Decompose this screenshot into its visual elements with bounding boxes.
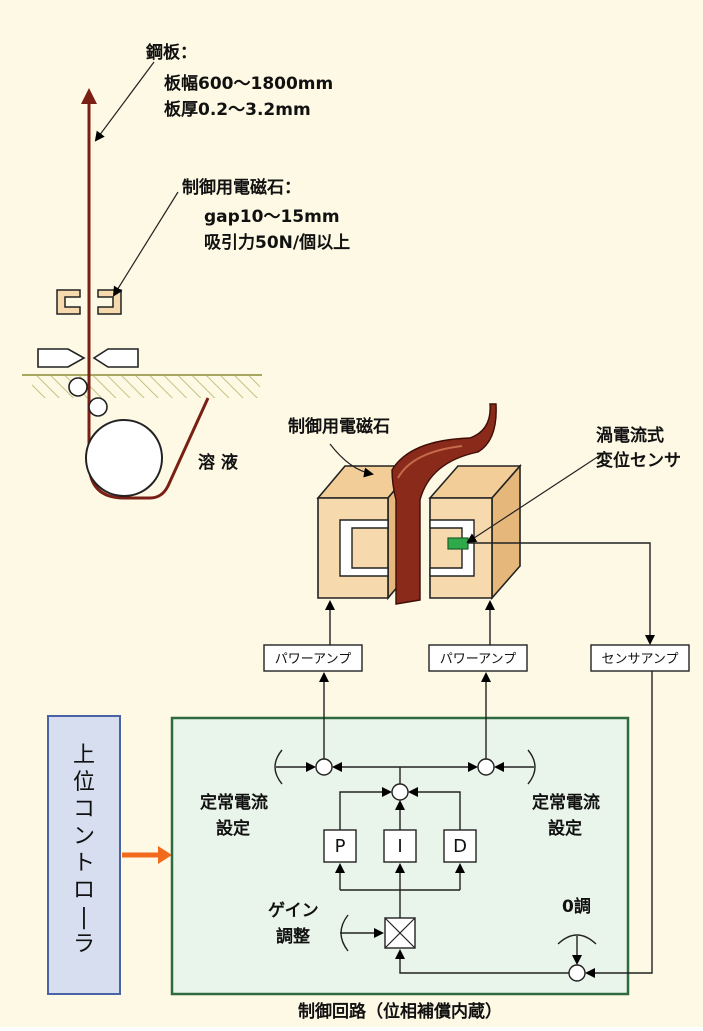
magnet-3d-strip	[391, 403, 497, 605]
upper-controller-char: ラ	[73, 932, 95, 957]
steel-strip-return	[87, 397, 210, 500]
const-current-left-2: 設定	[216, 818, 250, 839]
power-amp-left-box	[263, 644, 363, 672]
sum-center	[391, 783, 409, 801]
sensor-amp-box	[590, 644, 690, 672]
magnet-gap: gap10～15mm	[204, 207, 340, 227]
process-schematic: 鋼板： 板幅600～1800mm 板厚0.2～3.2mm 制御用電磁石： gap…	[22, 42, 350, 500]
zero-knob	[557, 934, 597, 945]
upper-controller-char: 位	[73, 770, 95, 795]
sum-left	[315, 758, 333, 776]
multiplier-box-icon-b	[384, 917, 416, 949]
leader-sensor	[466, 453, 603, 544]
magnet-title: 制御用電磁石：	[182, 177, 301, 198]
ground-hatch	[32, 376, 260, 398]
upper-controller-char: ン	[73, 824, 95, 849]
sensor-amp-label: センサアンプ	[601, 652, 678, 667]
leader-magnet-3d	[329, 443, 374, 478]
upper-controller-char: |	[80, 905, 87, 930]
zero-adjust-label: 0調	[562, 896, 591, 917]
magnet-3d-strip-highlight	[397, 445, 463, 479]
arrow-p-to-sum	[339, 787, 392, 830]
magnet-small-left	[56, 289, 81, 315]
magnet-3d-left-slot	[339, 519, 389, 577]
power-amp-right-label: パワーアンプ	[440, 652, 517, 667]
steel-thickness: 板厚0.2～3.2mm	[164, 99, 311, 120]
upper-controller: 上位コントロ|ラ	[47, 715, 172, 995]
power-amp-left-label: パワーアンプ	[275, 652, 352, 667]
orange-arrowhead	[158, 846, 172, 864]
upper-controller-char: ト	[73, 851, 95, 876]
power-amp-right-box	[428, 644, 528, 672]
sum-right	[477, 758, 495, 776]
i-label: I	[397, 836, 402, 857]
zero-to-gain-line	[395, 949, 569, 974]
p-box	[323, 829, 357, 863]
arrow-d-to-sum	[408, 787, 461, 830]
control-circuit: 制御回路（位相補償内蔵） 定常電流 設定 定常電流 設定 P I D	[170, 671, 653, 1022]
knob-right	[527, 749, 536, 785]
sum-zero	[568, 964, 586, 982]
amplifiers: パワーアンプ パワーアンプ センサアンプ	[263, 542, 690, 672]
sensor-label-1: 渦電流式	[596, 425, 664, 446]
upper-controller-box	[47, 715, 121, 995]
knob-left	[274, 749, 283, 785]
nozzle-left	[37, 348, 86, 368]
support-roll-1	[68, 377, 88, 397]
leader-steel	[94, 61, 155, 142]
leader-magnet	[112, 191, 179, 297]
const-current-left-1: 定常電流	[200, 792, 268, 813]
solution-label: 溶 液	[198, 452, 238, 473]
support-roll-2	[88, 397, 108, 417]
magnet-3d-illustration: 制御用電磁石 渦電流式 変位センサ	[288, 403, 681, 605]
magnet-3d-label: 制御用電磁石	[288, 416, 390, 437]
upper-controller-label: 上位コントロ|ラ	[73, 743, 95, 957]
eddy-sensor	[447, 537, 469, 550]
steel-width: 板幅600～1800mm	[164, 73, 333, 94]
d-box	[443, 829, 477, 863]
steel-title: 鋼板：	[145, 42, 197, 63]
const-current-right-1: 定常電流	[532, 792, 600, 813]
gain-label-1: ゲイン	[268, 900, 319, 921]
magnet-force: 吸引力50N/個以上	[204, 232, 350, 253]
sensor-label-2: 変位センサ	[596, 450, 681, 471]
p-label: P	[335, 836, 346, 857]
d-label: D	[453, 836, 467, 857]
upper-controller-char: ロ	[73, 878, 95, 903]
control-circuit-label: 制御回路（位相補償内蔵）	[298, 1001, 502, 1022]
sensor-signal-line	[468, 542, 655, 645]
upper-controller-char: コ	[73, 797, 95, 822]
gain-label-2: 調整	[276, 926, 310, 947]
magnet-3d-left-front	[317, 497, 389, 599]
const-current-right-2: 設定	[548, 818, 582, 839]
nozzle-right	[92, 348, 139, 368]
sink-roll	[85, 419, 163, 497]
upper-controller-char: 上	[73, 743, 95, 768]
i-box	[383, 829, 417, 863]
sensor-feedback-line	[585, 671, 653, 978]
